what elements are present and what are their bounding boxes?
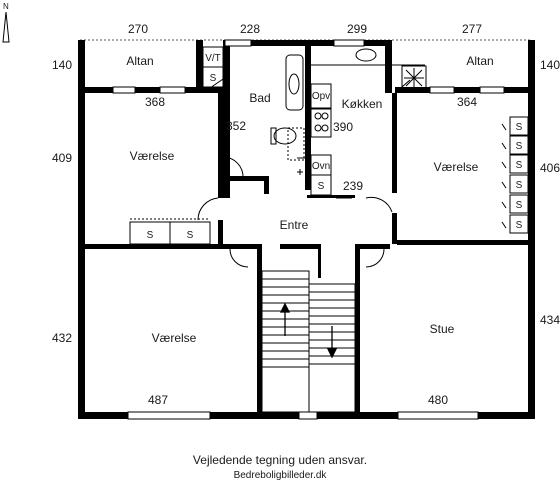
staircase	[261, 270, 356, 413]
dimension-right-1: 140	[540, 58, 560, 72]
room-label-kokken: Køkken	[342, 97, 383, 111]
dimension-top-3: 299	[347, 22, 367, 36]
storage-label-left-1: S	[147, 230, 154, 241]
storage-label-right-5: S	[516, 200, 523, 211]
room-label-stue: Stue	[430, 322, 455, 336]
dimension-left-1: 140	[52, 58, 72, 72]
room-label-altan-right: Altan	[466, 54, 493, 68]
dimension-top-4: 277	[462, 22, 482, 36]
storage-units-left	[129, 218, 211, 245]
dimension-kokken-lower: 239	[343, 179, 363, 193]
shower-drain-icon	[297, 169, 303, 175]
dimension-bad: 352	[226, 119, 246, 133]
floor-plan: N	[2, 2, 560, 420]
disclaimer-caption: Vejledende tegning uden ansvar.	[192, 453, 368, 467]
north-arrow-icon: N	[2, 2, 10, 43]
room-label-vaerelse-right: Værelse	[434, 160, 479, 174]
dimension-top-1: 270	[128, 22, 148, 36]
dimension-left-3: 432	[52, 331, 72, 345]
dimension-vaerelse-bottom: 487	[148, 393, 168, 407]
room-label-bad: Bad	[249, 91, 270, 105]
storage-label-left-2: S	[187, 230, 194, 241]
dimension-kokken: 390	[333, 120, 353, 134]
dimension-right-2: 406	[540, 161, 560, 175]
storage-label-right-4: S	[516, 180, 523, 191]
extractor-fan-icon	[404, 68, 424, 88]
storage-label-right-6: S	[516, 220, 523, 231]
fixture-label-s-kitchen: S	[318, 181, 325, 192]
compass-label: N	[3, 2, 9, 11]
interior-walls	[85, 93, 528, 414]
storage-label-right-3: S	[516, 160, 523, 171]
source-caption: Bedreboligbilleder.dk	[233, 470, 327, 481]
windows	[112, 39, 505, 420]
fixture-label-vt: V/T	[205, 53, 221, 64]
stair-down-arrow-icon	[326, 326, 338, 359]
storage-label-right-1: S	[516, 122, 523, 133]
dimension-altan-right: 364	[457, 95, 477, 109]
dimension-left-2: 409	[52, 151, 72, 165]
kitchen-fixtures	[310, 48, 427, 196]
room-label-vaerelse-left: Værelse	[130, 149, 175, 163]
bathroom-fixtures	[202, 46, 305, 161]
room-label-entre: Entre	[280, 218, 309, 232]
stair-up-arrow-icon	[279, 302, 291, 336]
fixture-label-ovn: Ovn	[312, 161, 330, 172]
room-label-altan-left: Altan	[126, 54, 153, 68]
room-label-vaerelse-bottom: Værelse	[152, 331, 197, 345]
storage-glyphs-right	[501, 123, 507, 229]
dimension-right-3: 434	[540, 313, 560, 327]
fixture-label-opv: Opv	[312, 91, 330, 102]
dimension-stue: 480	[428, 393, 448, 407]
storage-label-right-2: S	[516, 141, 523, 152]
storage-units-right	[509, 116, 529, 234]
dimension-altan-left: 368	[145, 95, 165, 109]
fixture-label-s-bath: S	[210, 73, 217, 84]
dimension-top-2: 228	[240, 22, 260, 36]
